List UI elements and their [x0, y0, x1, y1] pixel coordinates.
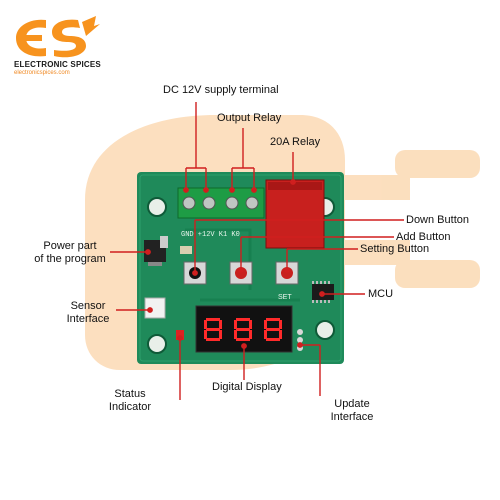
label-power-part-line2: of the program	[34, 253, 106, 265]
label-update-line2: Interface	[330, 411, 374, 423]
label-status-line1: Status	[114, 388, 146, 400]
label-dc-supply: DC 12V supply terminal	[163, 84, 279, 96]
relay	[265, 179, 325, 249]
label-status-line2: Indicator	[108, 401, 152, 413]
label-sensor-line2: Interface	[66, 313, 110, 325]
label-sensor-line1: Sensor	[70, 300, 106, 312]
label-20a-relay: 20A Relay	[270, 136, 321, 148]
label-setting-button: Setting Button	[360, 243, 430, 255]
label-sensor: Sensor Interface	[58, 300, 118, 326]
status-led	[176, 330, 184, 340]
set-silkscreen: SET	[278, 294, 292, 301]
callout-lines	[110, 102, 404, 400]
label-status: Status Indicator	[100, 388, 160, 414]
label-power-part-line1: Power part	[43, 240, 97, 252]
label-update: Update Interface	[322, 398, 382, 424]
label-add-button: Add Button	[396, 231, 451, 243]
sensor-connector	[144, 297, 166, 319]
label-output-relay: Output Relay	[217, 112, 282, 124]
label-update-line1: Update	[334, 398, 370, 410]
power-components	[144, 236, 192, 266]
label-down-button: Down Button	[406, 214, 469, 226]
brand-name: ELECTRONIC SPICES	[14, 60, 101, 69]
company-logo	[16, 16, 100, 58]
brand-block: ELECTRONIC SPICES electronicspices.com	[14, 60, 101, 76]
terminal-silkscreen: GND +12V K1 K0	[181, 231, 240, 239]
brand-url: electronicspices.com	[14, 70, 70, 76]
label-mcu: MCU	[368, 288, 394, 300]
label-digital-display: Digital Display	[212, 381, 282, 393]
terminal-block	[177, 187, 265, 219]
label-power-part: Power part of the program	[28, 240, 112, 266]
